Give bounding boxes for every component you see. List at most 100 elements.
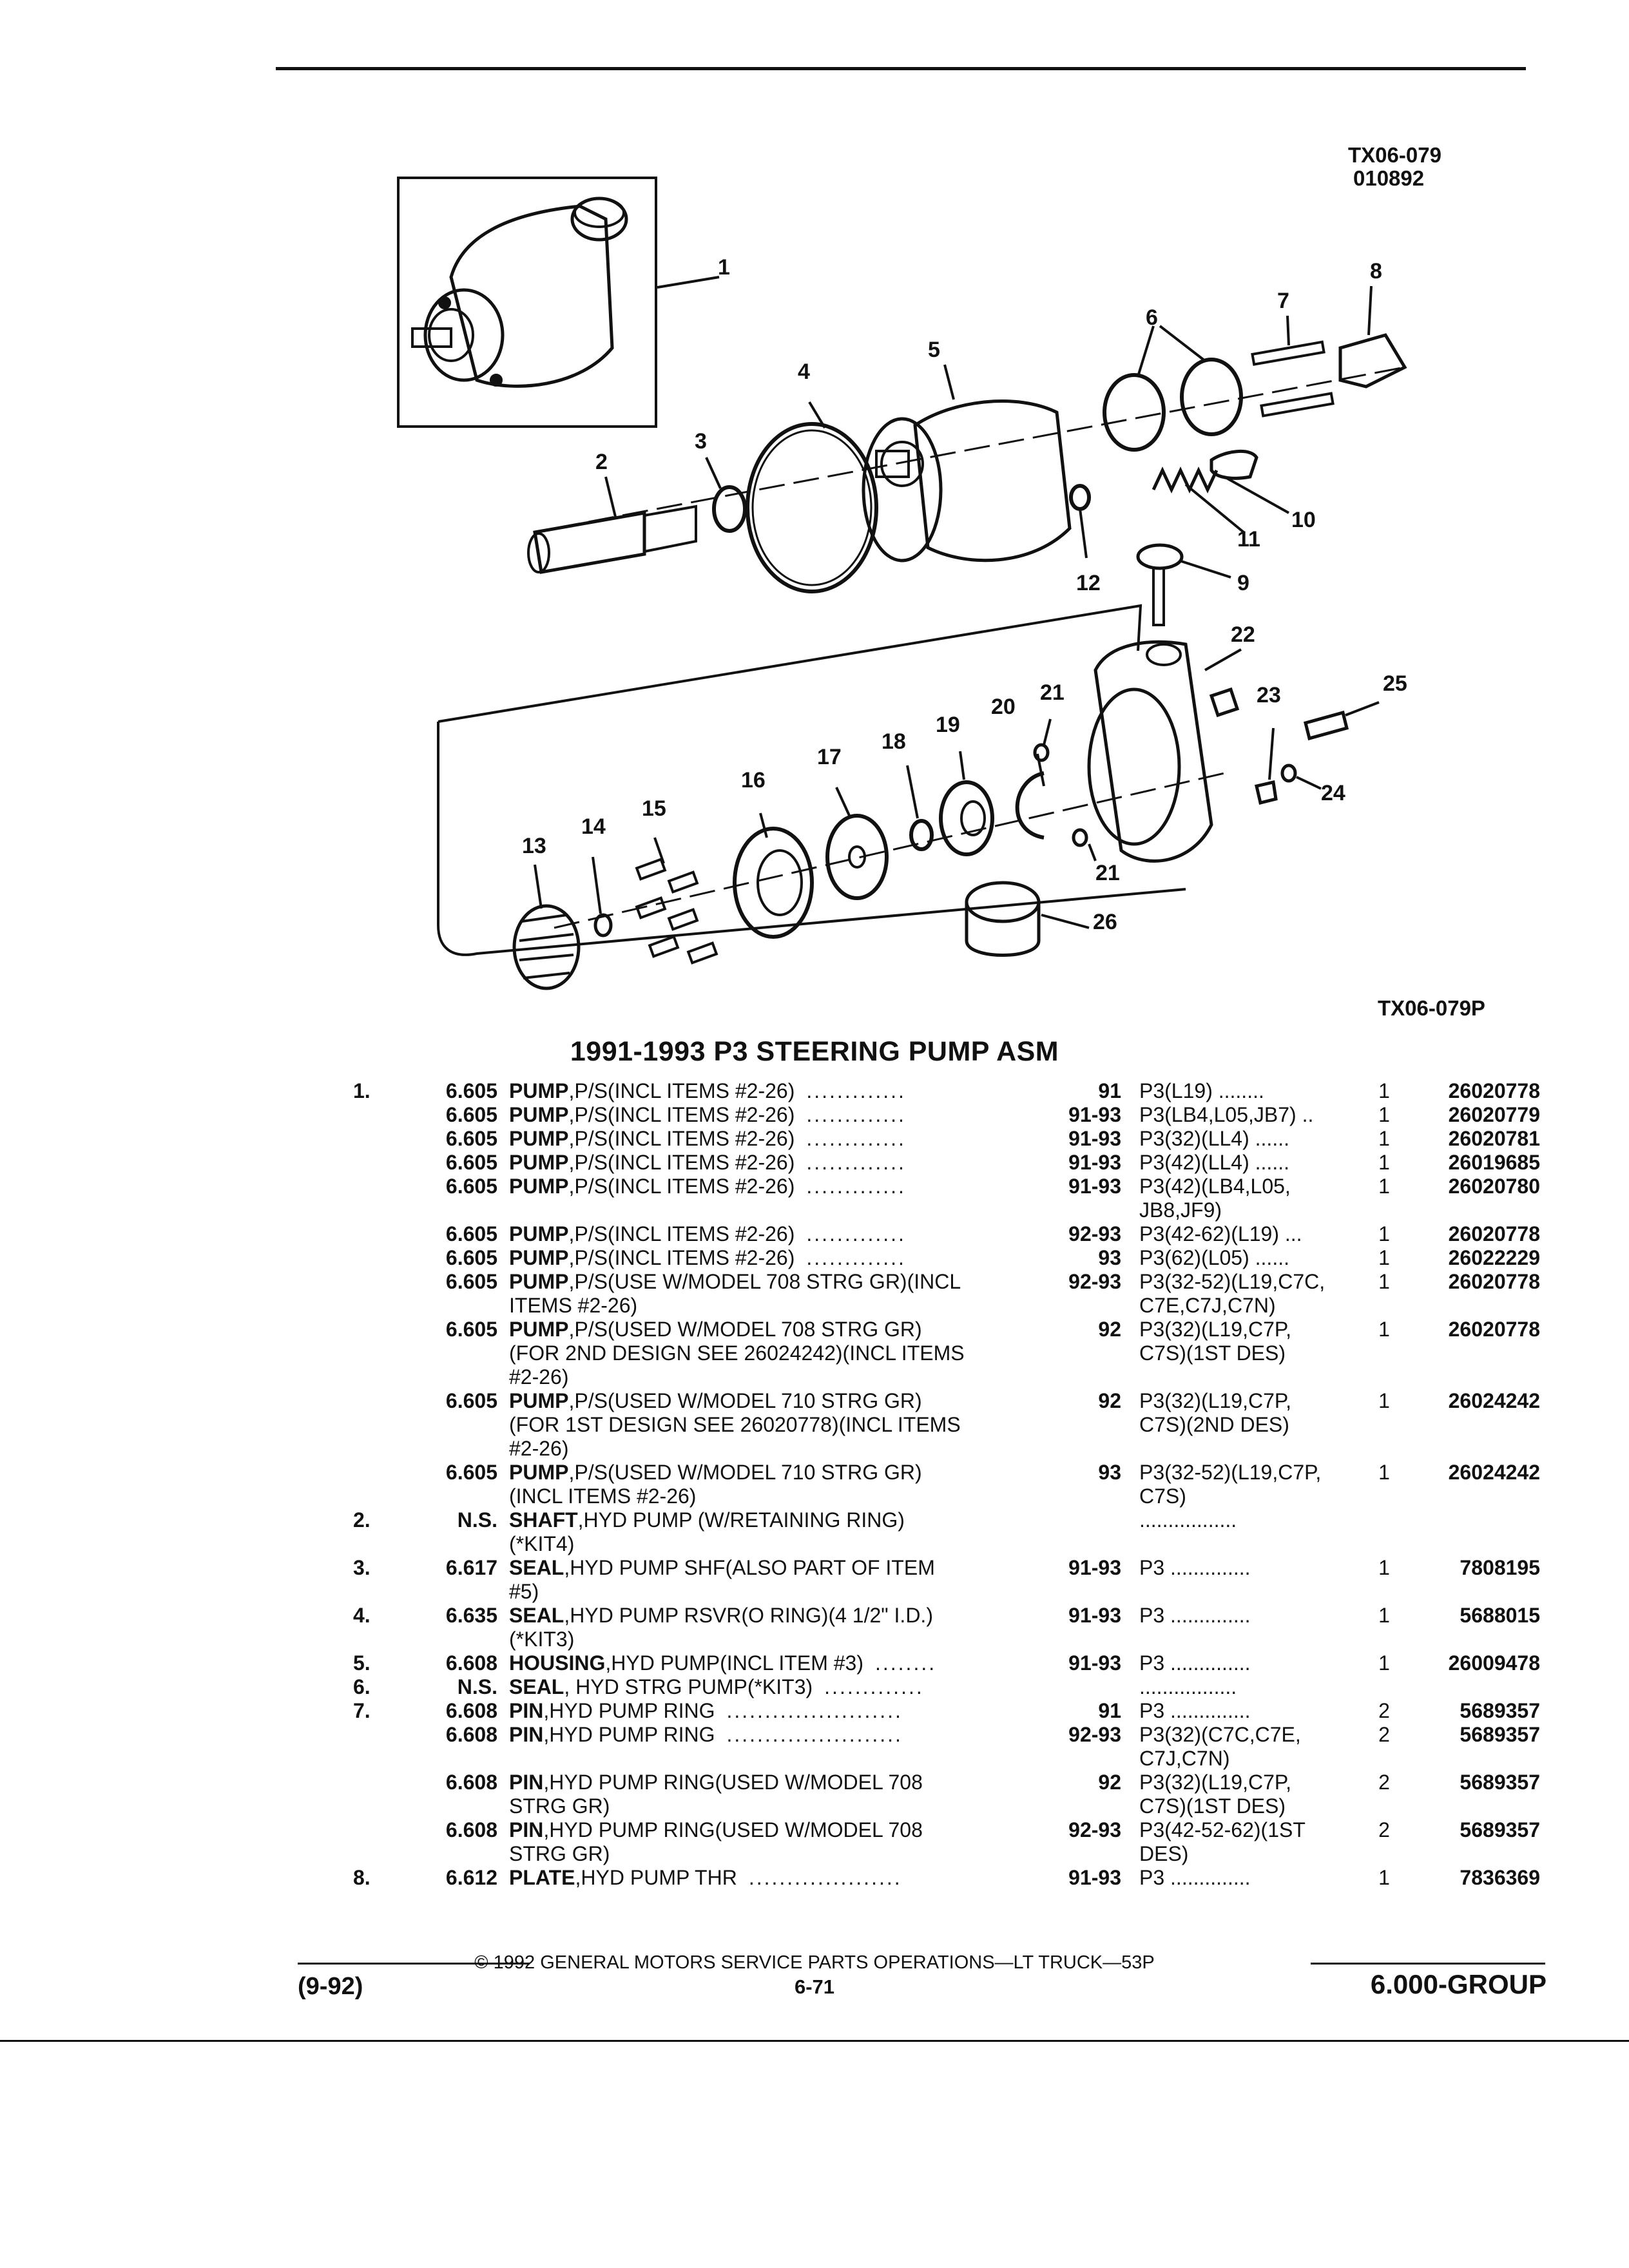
application: P3 ..............	[1139, 1604, 1358, 1628]
application-line: P3(32)(L19,C7P,	[1139, 1771, 1291, 1794]
group-number: 6.605	[445, 1151, 497, 1174]
model-years: 91-93	[1068, 1866, 1121, 1889]
description-line: (*KIT4)	[509, 1532, 575, 1555]
application: P3(42)(LL4) ......	[1139, 1151, 1358, 1175]
part-name: PUMP	[509, 1175, 569, 1198]
part-number: 5689357	[1460, 1818, 1540, 1841]
quantity: 1	[1378, 1175, 1390, 1198]
description: PUMP,P/S(USED W/MODEL 708 STRG GR)(FOR 2…	[509, 1318, 1037, 1389]
part-name: PUMP	[509, 1318, 569, 1341]
application: P3(32)(LL4) ......	[1139, 1127, 1358, 1151]
part-number: 26009478	[1448, 1651, 1540, 1675]
model-years: 91	[1098, 1079, 1121, 1102]
description-line: PUMP,P/S(USED W/MODEL 710 STRG GR)	[509, 1461, 1037, 1485]
quantity: 1	[1378, 1127, 1390, 1150]
model-years: 92-93	[1068, 1723, 1121, 1746]
part-number: 26019685	[1448, 1151, 1540, 1174]
spring-figure	[1152, 466, 1219, 494]
application-line: P3 ..............	[1139, 1604, 1251, 1627]
group-number: 6.608	[445, 1723, 497, 1746]
callout-17: 17	[817, 745, 842, 769]
description-line: PUMP,P/S(INCL ITEMS #2-26).............	[509, 1127, 1037, 1151]
description-text: ,P/S(INCL ITEMS #2-26)	[568, 1246, 795, 1269]
quantity: 2	[1378, 1771, 1390, 1794]
group-number: 6.605	[445, 1079, 497, 1102]
copyright-line: © 1992 GENERAL MOTORS SERVICE PARTS OPER…	[474, 1952, 1155, 1973]
model-years: 91-93	[1068, 1103, 1121, 1126]
group-number: 6.608	[445, 1651, 497, 1675]
description-text: ,P/S(USED W/MODEL 710 STRG GR)	[568, 1389, 922, 1412]
callout-8: 8	[1370, 259, 1382, 284]
quantity: 1	[1378, 1151, 1390, 1174]
description-text: ,HYD PUMP RING(USED W/MODEL 708	[543, 1818, 923, 1841]
description: PUMP,P/S(INCL ITEMS #2-26).............	[509, 1246, 1037, 1270]
application: P3 ..............	[1139, 1699, 1358, 1723]
description: HOUSING,HYD PUMP(INCL ITEM #3)........	[509, 1651, 1037, 1675]
description-line: PIN,HYD PUMP RING(USED W/MODEL 708	[509, 1818, 1037, 1842]
description-line: PUMP,P/S(USE W/MODEL 708 STRG GR)(INCL	[509, 1270, 1037, 1294]
group-number: 6.605	[445, 1318, 497, 1341]
item-number: 4.	[353, 1604, 371, 1627]
description-text: , HYD STRG PUMP(*KIT3)	[564, 1675, 813, 1698]
description-text: ,HYD PUMP(INCL ITEM #3)	[605, 1651, 863, 1675]
shaft-figure	[527, 505, 697, 574]
description-line: STRG GR)	[509, 1794, 610, 1818]
callout-26: 26	[1093, 910, 1117, 934]
small-seal-figure	[1069, 484, 1091, 511]
description-line: PUMP,P/S(USED W/MODEL 710 STRG GR)	[509, 1389, 1037, 1413]
part-number: 26020781	[1448, 1127, 1540, 1150]
quantity: 1	[1378, 1246, 1390, 1269]
part-name: PLATE	[509, 1866, 575, 1889]
application-line: C7J,C7N)	[1139, 1747, 1230, 1770]
rotor-figure	[512, 904, 581, 990]
leader-dots: .............	[824, 1675, 924, 1698]
application-line: P3 ..............	[1139, 1651, 1251, 1675]
description-text: ,HYD PUMP RING	[543, 1723, 715, 1746]
callout-2: 2	[595, 450, 608, 474]
leader-dots: .............	[806, 1222, 906, 1245]
cap-figure	[965, 881, 1041, 923]
reservoir-figure	[1087, 640, 1213, 863]
description-line: (*KIT3)	[509, 1628, 575, 1651]
description: PUMP,P/S(INCL ITEMS #2-26).............	[509, 1222, 1037, 1246]
description-line: PLATE,HYD PUMP THR....................	[509, 1866, 1037, 1890]
application-line: P3 ..............	[1139, 1556, 1251, 1579]
description: PUMP,P/S(INCL ITEMS #2-26).............	[509, 1079, 1037, 1103]
callout-16: 16	[741, 768, 766, 793]
callout-24: 24	[1321, 781, 1345, 805]
model-years: 93	[1098, 1246, 1121, 1269]
shaft-retaining-ring-figure	[593, 913, 613, 937]
group-number: 6.605	[445, 1246, 497, 1269]
part-name: HOUSING	[509, 1651, 606, 1675]
quantity: 1	[1378, 1866, 1390, 1889]
item-number: 3.	[353, 1556, 371, 1579]
callout-14: 14	[581, 814, 606, 839]
application-line: P3(42)(LL4) ......	[1139, 1151, 1289, 1174]
leader-dots: .......................	[726, 1723, 903, 1746]
application: P3(42-62)(L19) ...	[1139, 1222, 1358, 1246]
callout-7: 7	[1277, 289, 1289, 313]
description: PUMP,P/S(USED W/MODEL 710 STRG GR)(FOR 1…	[509, 1389, 1037, 1461]
parts-row: 6.N.S.SEAL, HYD STRG PUMP(*KIT3)........…	[0, 1675, 1629, 1699]
application: P3(32)(L19,C7P,C7S)(1ST DES)	[1139, 1771, 1358, 1818]
group-number: 6.605	[445, 1222, 497, 1245]
part-name: PUMP	[509, 1151, 569, 1174]
vanes-figure	[635, 858, 718, 965]
description-line: SEAL, HYD STRG PUMP(*KIT3).............	[509, 1675, 1037, 1699]
item-number: 2.	[353, 1508, 371, 1532]
description-line: PUMP,P/S(INCL ITEMS #2-26).............	[509, 1079, 1037, 1103]
leader-dots: ....................	[748, 1866, 902, 1889]
part-number: 7836369	[1460, 1866, 1540, 1889]
part-number: 5688015	[1460, 1604, 1540, 1627]
ring-pin-figure-b	[1260, 392, 1335, 418]
description-line: (FOR 1ST DESIGN SEE 26020778)(INCL ITEMS	[509, 1413, 961, 1436]
callout-6: 6	[1146, 305, 1158, 330]
